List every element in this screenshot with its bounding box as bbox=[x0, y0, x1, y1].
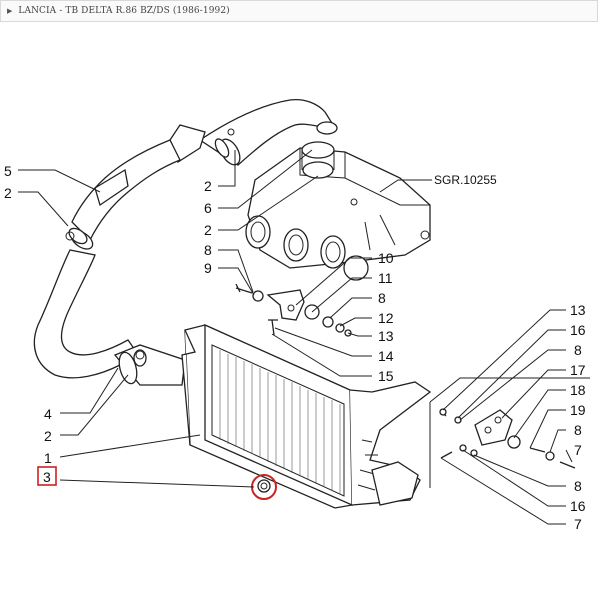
callout-13[interactable]: 13 bbox=[378, 328, 394, 344]
callout-11[interactable]: 11 bbox=[378, 270, 393, 286]
callout-16[interactable]: 16 bbox=[570, 322, 586, 338]
callouts-left: 5 2 4 2 1 3 bbox=[4, 163, 57, 486]
callout-8[interactable]: 8 bbox=[574, 478, 582, 494]
callout-6[interactable]: 6 bbox=[204, 200, 212, 216]
callout-9[interactable]: 9 bbox=[204, 260, 212, 276]
selected-part-nut[interactable] bbox=[251, 474, 277, 500]
callouts-right: 13 16 8 17 18 19 8 7 8 16 7 bbox=[570, 302, 586, 532]
callout-2[interactable]: 2 bbox=[204, 222, 212, 238]
intake-manifold-drawing bbox=[245, 141, 431, 281]
callout-2[interactable]: 2 bbox=[4, 185, 12, 201]
callout-10[interactable]: 10 bbox=[378, 250, 394, 266]
callout-5[interactable]: 5 bbox=[4, 163, 12, 179]
callout-1[interactable]: 1 bbox=[44, 450, 52, 466]
lower-hose-drawing bbox=[113, 344, 186, 386]
exploded-view-drawing: SGR.10255 5 2 4 2 1 3 2 6 2 8 9 10 11 8 … bbox=[4, 98, 590, 532]
callout-18[interactable]: 18 bbox=[570, 382, 586, 398]
callout-19[interactable]: 19 bbox=[570, 402, 586, 418]
callout-8[interactable]: 8 bbox=[574, 342, 582, 358]
breadcrumb-label[interactable]: LANCIA - TB DELTA R.86 BZ/DS (1986-1992) bbox=[18, 6, 230, 16]
breadcrumb-arrow-icon: ▶ bbox=[7, 8, 13, 15]
callout-8[interactable]: 8 bbox=[574, 422, 582, 438]
parts-diagram: SGR.10255 5 2 4 2 1 3 2 6 2 8 9 10 11 8 … bbox=[0, 22, 600, 600]
right-bracket-hardware bbox=[439, 408, 576, 469]
callout-4[interactable]: 4 bbox=[44, 406, 52, 422]
leader-lines bbox=[18, 149, 573, 525]
breadcrumb: ▶ LANCIA - TB DELTA R.86 BZ/DS (1986-199… bbox=[0, 0, 598, 22]
callout-14[interactable]: 14 bbox=[378, 348, 394, 364]
callout-12[interactable]: 12 bbox=[378, 310, 394, 326]
reference-code: SGR.10255 bbox=[434, 173, 497, 187]
hardware-group-outline bbox=[429, 377, 590, 403]
intercooler-drawing bbox=[181, 323, 432, 509]
callout-7[interactable]: 7 bbox=[574, 516, 582, 532]
callout-15[interactable]: 15 bbox=[378, 368, 394, 384]
callout-2[interactable]: 2 bbox=[204, 178, 212, 194]
callout-17[interactable]: 17 bbox=[570, 362, 586, 378]
callouts-center: 2 6 2 8 9 bbox=[204, 178, 212, 276]
callout-7[interactable]: 7 bbox=[574, 442, 582, 458]
left-hose-drawing bbox=[33, 139, 181, 379]
callout-16[interactable]: 16 bbox=[570, 498, 586, 514]
callout-8[interactable]: 8 bbox=[378, 290, 386, 306]
selected-callout-box bbox=[37, 466, 57, 486]
callout-13[interactable]: 13 bbox=[570, 302, 586, 318]
callout-8[interactable]: 8 bbox=[204, 242, 212, 258]
callout-2[interactable]: 2 bbox=[44, 428, 52, 444]
callout-3-selected[interactable]: 3 bbox=[43, 469, 51, 485]
callouts-mid: 10 11 8 12 13 14 15 bbox=[378, 250, 394, 384]
